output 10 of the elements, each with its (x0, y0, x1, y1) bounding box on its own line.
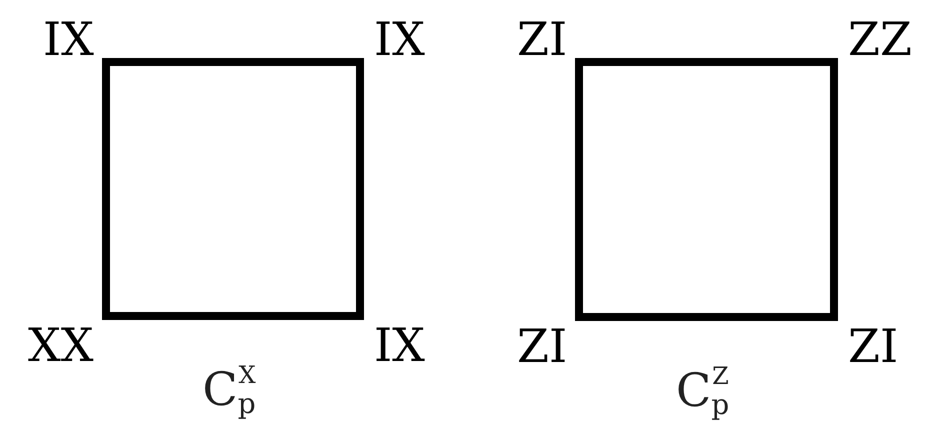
corner-label: IX (43, 16, 94, 62)
corner-label: XX (28, 322, 94, 368)
corner-label: IX (374, 16, 425, 62)
corner-label: ZI (517, 323, 568, 369)
corner-label: ZZ (848, 16, 912, 62)
corner-label: ZI (848, 323, 898, 369)
corner-label: IX (374, 322, 425, 368)
corner-label: ZI (517, 16, 568, 62)
square (102, 58, 364, 320)
square (575, 58, 838, 321)
